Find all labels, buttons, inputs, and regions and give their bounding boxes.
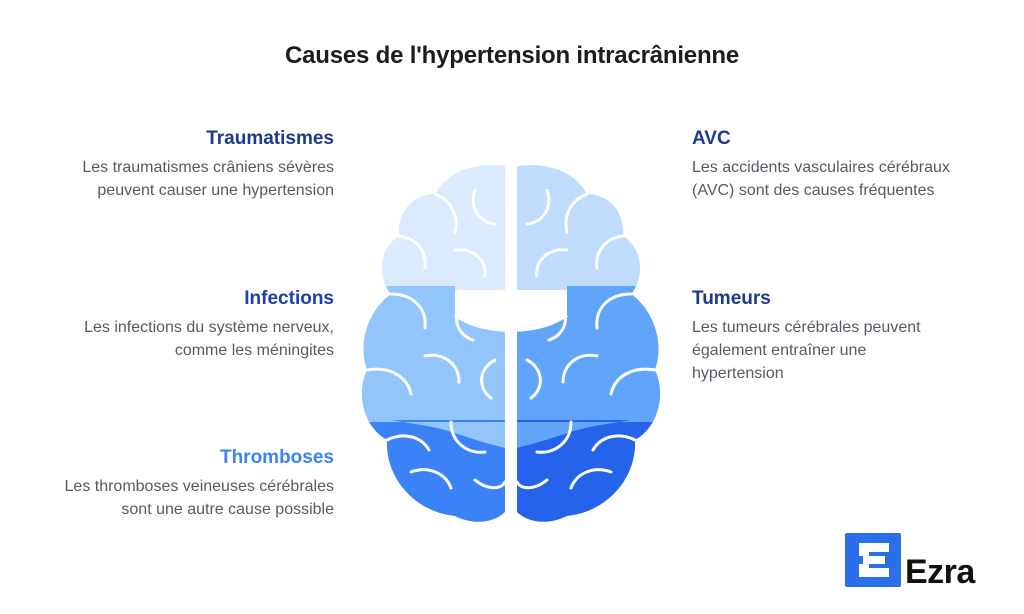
ezra-logo-icon <box>845 533 901 587</box>
brain-gyri <box>365 188 657 490</box>
cause-infections-title: Infections <box>244 288 334 309</box>
brain-icon <box>361 165 661 522</box>
cause-thromboses-title: Thromboses <box>219 447 334 468</box>
cause-traumatismes: Traumatismes Les traumatismes crâniens s… <box>4 128 334 202</box>
cause-tumeurs-title: Tumeurs <box>692 288 771 309</box>
cause-infections-desc: Les infections du système nerveux, comme… <box>4 316 334 362</box>
cause-thromboses: Thromboses Les thromboses veineuses céré… <box>4 447 334 521</box>
cause-tumeurs-line2: également entraîner une <box>692 342 867 359</box>
page-title: Causes de l'hypertension intracrânienne <box>284 42 740 69</box>
cause-avc-desc: Les accidents vasculaires cérébraux (AVC… <box>692 156 1022 202</box>
cause-tumeurs-line1: Les tumeurs cérébrales peuvent <box>692 319 921 336</box>
cause-infections: Infections Les infections du système ner… <box>4 288 334 362</box>
cause-infections-line2: comme les méningites <box>174 342 334 359</box>
cause-avc-line2: (AVC) sont des causes fréquentes <box>692 182 935 199</box>
cause-avc-title: AVC <box>692 128 731 149</box>
brand-name: Ezra <box>905 553 975 591</box>
cause-infections-line1: Les infections du système nerveux, <box>84 319 334 336</box>
cause-traumatismes-desc: Les traumatismes crâniens sévères peuven… <box>4 156 334 202</box>
cause-traumatismes-line2: peuvent causer une hypertension <box>97 182 334 199</box>
cause-tumeurs-line3: hypertension <box>692 365 784 382</box>
cause-traumatismes-title: Traumatismes <box>206 128 334 149</box>
cause-avc: AVC Les accidents vasculaires cérébraux … <box>692 128 1022 202</box>
cause-thromboses-desc: Les thromboses veineuses cérébrales sont… <box>4 475 334 521</box>
cause-avc-line1: Les accidents vasculaires cérébraux <box>692 159 950 176</box>
brain-top-left <box>361 165 505 290</box>
cause-thromboses-line2: sont une autre cause possible <box>121 501 334 518</box>
cause-tumeurs: Tumeurs Les tumeurs cérébrales peuvent é… <box>692 288 1022 385</box>
cause-thromboses-line1: Les thromboses veineuses cérébrales <box>64 478 334 495</box>
cause-tumeurs-desc: Les tumeurs cérébrales peuvent également… <box>692 316 1022 385</box>
cause-traumatismes-line1: Les traumatismes crâniens sévères <box>82 159 334 176</box>
